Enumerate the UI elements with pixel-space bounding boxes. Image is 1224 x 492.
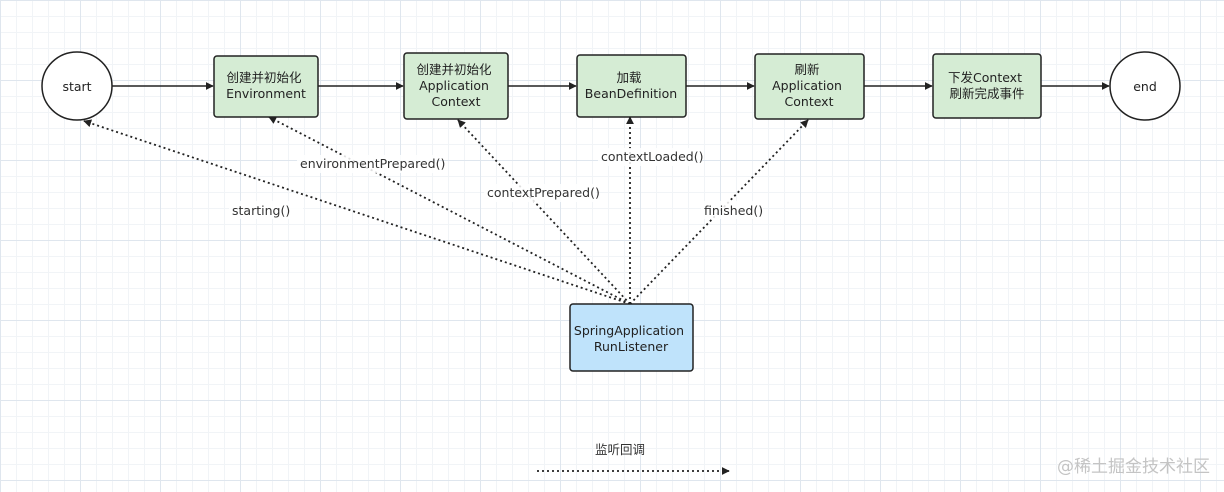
start-node: start bbox=[41, 51, 113, 121]
step-create-application-context-line-1: 创建并初始化 bbox=[417, 62, 493, 77]
svg-text:创建并初始化 Application: 创建并初始化 Application Context bbox=[417, 62, 496, 109]
callback-arrow-environment-prepared bbox=[268, 116, 631, 305]
step-refresh-application-context-line-1: 刷新 bbox=[795, 62, 820, 77]
step-create-application-context: 创建并初始化 Application Context bbox=[403, 52, 509, 120]
listener-line-1: SpringApplication bbox=[574, 323, 684, 338]
step-load-bean-definition: 加载 BeanDefinition bbox=[576, 54, 687, 118]
svg-text:下发Context 刷新完成事件: 下发Context 刷新完成事件 bbox=[948, 70, 1026, 101]
callback-arrows bbox=[83, 116, 809, 305]
listener-node: SpringApplication RunListener bbox=[569, 303, 694, 372]
step-refresh-application-context: 刷新 Application Context bbox=[754, 53, 865, 120]
callback-arrow-context-prepared bbox=[457, 119, 631, 305]
legend: 监听回调 bbox=[537, 442, 730, 475]
callback-labels: environmentPrepared() contextLoaded() co… bbox=[229, 148, 763, 219]
step-create-environment-line-1: 创建并初始化 bbox=[227, 70, 303, 85]
svg-text:刷新 Application Con: 刷新 Application Context bbox=[772, 62, 846, 109]
end-node: end bbox=[1109, 51, 1181, 121]
step-load-bean-definition-line-2: BeanDefinition bbox=[585, 86, 677, 101]
end-label: end bbox=[1133, 79, 1157, 94]
svg-text:加载 BeanDefinition: 加载 BeanDefinition bbox=[585, 70, 677, 101]
step-create-environment-line-2: Environment bbox=[226, 86, 306, 101]
label-context-loaded: contextLoaded() bbox=[601, 149, 703, 164]
label-starting: starting() bbox=[232, 203, 290, 218]
label-finished: finished() bbox=[704, 203, 763, 218]
step-publish-context-refreshed-event: 下发Context 刷新完成事件 bbox=[932, 53, 1042, 119]
svg-text:SpringApplication RunLis: SpringApplication RunListener bbox=[574, 323, 688, 354]
step-publish-context-refreshed-event-line-1: 下发Context bbox=[948, 70, 1022, 85]
step-create-environment: 创建并初始化 Environment bbox=[213, 55, 319, 118]
callback-arrow-starting bbox=[83, 119, 631, 305]
step-publish-context-refreshed-event-line-2: 刷新完成事件 bbox=[949, 86, 1024, 101]
step-refresh-application-context-line-2: Application bbox=[772, 78, 842, 93]
svg-text:创建并初始化 Environment: 创建并初始化 Environment bbox=[226, 70, 306, 101]
step-create-application-context-line-3: Context bbox=[432, 94, 481, 109]
step-create-application-context-line-2: Application bbox=[419, 78, 489, 93]
watermark: @稀土掘金技术社区 bbox=[1057, 457, 1210, 477]
listener-line-2: RunListener bbox=[594, 339, 669, 354]
legend-label: 监听回调 bbox=[595, 442, 645, 457]
label-context-prepared: contextPrepared() bbox=[487, 185, 600, 200]
start-label: start bbox=[62, 79, 91, 94]
step-load-bean-definition-line-1: 加载 bbox=[617, 70, 643, 85]
step-refresh-application-context-line-3: Context bbox=[785, 94, 834, 109]
label-environment-prepared: environmentPrepared() bbox=[300, 156, 445, 171]
